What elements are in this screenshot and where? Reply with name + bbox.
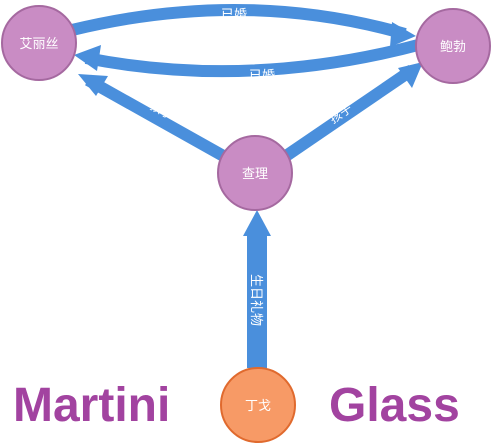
node-charlie-label: 查理: [242, 167, 268, 182]
node-charlie[interactable]: 查理: [217, 135, 293, 211]
edge-child-right-arrowhead: [398, 62, 423, 88]
edge-birthday-gift: 生日礼物: [243, 210, 271, 368]
title-left: Martini: [13, 379, 170, 432]
node-dingge-circle: [220, 367, 296, 443]
edge-child-left-shaft: [85, 74, 230, 164]
edge-married-bottom-arrowhead: [74, 45, 101, 71]
node-bob[interactable]: 鲍勃: [415, 8, 491, 84]
edge-birthday-gift-label: 生日礼物: [248, 274, 264, 326]
node-dingge-label: 丁戈: [245, 399, 271, 414]
node-alice[interactable]: 艾丽丝: [1, 5, 77, 81]
title-right: Glass: [329, 379, 460, 432]
edge-child-left: 孩子: [78, 74, 230, 164]
edge-birthday-gift-arrowhead: [243, 210, 271, 236]
edge-married-bottom: 已婚: [74, 38, 424, 84]
node-bob-circle: [415, 8, 491, 84]
edge-child-right: 孩子: [279, 62, 423, 163]
node-alice-circle: [1, 5, 77, 81]
edge-child-left-arrowhead: [78, 74, 108, 96]
node-dingge[interactable]: 丁戈: [220, 367, 296, 443]
edge-married-bottom-shaft: [84, 38, 424, 78]
node-bob-label: 鲍勃: [440, 40, 466, 55]
edge-married-top: 已婚: [70, 3, 416, 47]
edge-married-top-label: 已婚: [221, 8, 247, 23]
node-charlie-circle: [217, 135, 293, 211]
edge-married-top-arrowhead: [390, 22, 416, 47]
edge-child-right-shaft: [279, 65, 416, 163]
node-alice-label: 艾丽丝: [19, 37, 58, 52]
edge-married-top-shaft: [70, 3, 407, 40]
edge-married-bottom-label: 已婚: [249, 69, 275, 84]
